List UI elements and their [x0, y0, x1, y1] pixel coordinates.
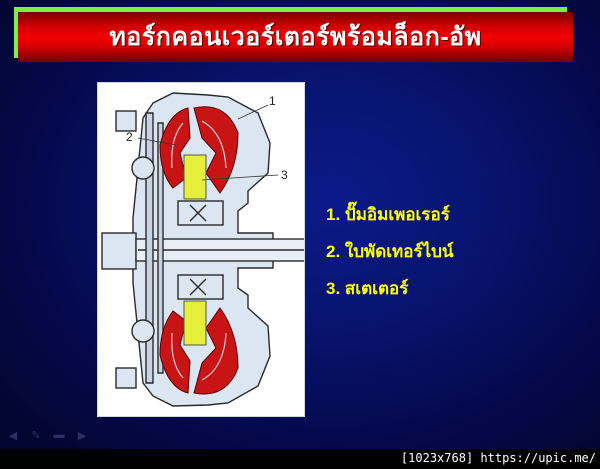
title-bar: ทอร์กคอนเวอร์เตอร์พร้อมล็อก-อัพ: [18, 12, 573, 62]
watermark: [1023x768] https://upic.me/: [400, 451, 596, 465]
back-arrow-icon[interactable]: ◀: [8, 429, 18, 442]
list-item-impeller: 1. ปั๊มอิมเพอเรอร์: [326, 205, 450, 224]
cross-section-drawing: 1 2 3: [101, 92, 304, 407]
callout-2: 2: [126, 130, 133, 144]
list-item-stator: 3. สเตเตอร์: [326, 279, 409, 298]
callout-1: 1: [269, 94, 276, 108]
list-item-turbine: 2. ใบพัดเทอร์ไบน์: [326, 242, 454, 261]
torque-converter-diagram: 1 2 3: [97, 82, 305, 417]
pen-icon[interactable]: ✎: [31, 429, 41, 442]
menu-icon[interactable]: ▬: [53, 429, 65, 441]
slide: ทอร์กคอนเวอร์เตอร์พร้อมล็อก-อัพ: [0, 0, 600, 449]
slide-title: ทอร์กคอนเวอร์เตอร์พร้อมล็อก-อัพ: [109, 23, 482, 51]
component-list: 1. ปั๊มอิมเพอเรอร์ 2. ใบพัดเทอร์ไบน์ 3. …: [326, 205, 454, 316]
footer: [1023x768] https://upic.me/: [0, 449, 600, 469]
callout-3: 3: [281, 168, 288, 182]
forward-arrow-icon[interactable]: ▶: [77, 429, 87, 442]
slideshow-nav: ◀ ✎ ▬ ▶: [6, 429, 89, 442]
